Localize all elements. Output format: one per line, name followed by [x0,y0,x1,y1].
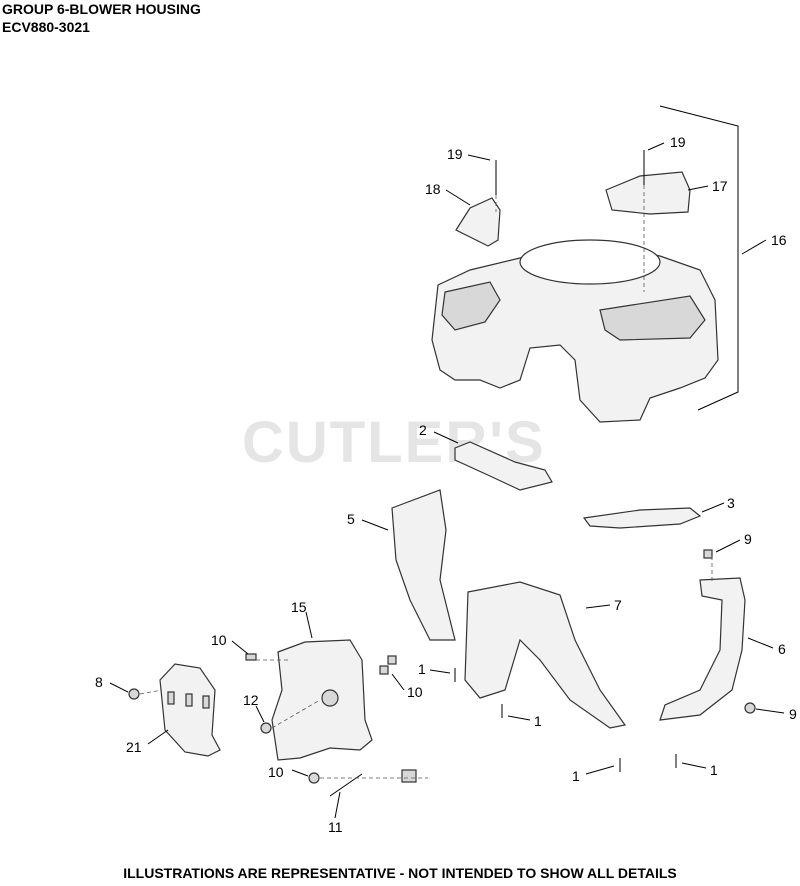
callout-15: 15 [291,599,307,615]
group-title: GROUP 6-BLOWER HOUSING [2,1,201,17]
nut-10-lower[interactable] [308,772,320,784]
shroud-5[interactable] [391,489,456,641]
callout-10-right: 10 [407,684,423,700]
callout-7: 7 [614,597,622,613]
model-number: ECV880-3021 [2,19,90,35]
callout-3: 3 [727,495,735,511]
callout-10-lower: 10 [268,764,284,780]
plate-21-slot-c [202,695,210,709]
bracket-2[interactable] [454,441,553,491]
screw-10-right-b[interactable] [387,655,397,665]
plate-21[interactable] [159,663,221,757]
callout-16: 16 [771,232,787,248]
housing-vent [599,295,706,341]
plate-21-slot-a [167,691,175,705]
bolt-11[interactable] [329,773,363,797]
callout-21: 21 [126,739,142,755]
callout-5: 5 [347,511,355,527]
callout-6: 6 [778,641,786,657]
nut-8[interactable] [128,688,140,700]
callout-1-c: 1 [572,768,580,784]
callout-10-upper: 10 [211,632,227,648]
callout-8: 8 [95,674,103,690]
callout-1-a: 1 [418,661,426,677]
plate-21-slot-b [185,693,193,707]
assembly-lines [139,556,713,779]
callout-9-lower: 9 [789,706,797,722]
callout-11: 11 [328,819,343,835]
callout-1-b: 1 [534,713,542,729]
cover-18[interactable] [455,197,501,247]
screw-9-upper[interactable] [703,549,713,559]
nut-12[interactable] [260,722,272,734]
housing-bracket-outline [659,105,739,411]
screw-10-right-a[interactable] [379,665,389,675]
spacer-11 [401,769,417,783]
diagram-title: GROUP 6-BLOWER HOUSING ECV880-3021 [2,0,201,36]
callout-2: 2 [419,422,427,438]
disclaimer-footer: ILLUSTRATIONS ARE REPRESENTATIVE - NOT I… [123,865,677,881]
screw-10-upper[interactable] [245,653,257,661]
callout-19-left: 19 [447,146,463,162]
leader-lines [109,142,785,819]
nut-9-lower[interactable] [744,702,756,714]
baffle-6[interactable] [659,577,746,721]
callout-9-upper: 9 [744,531,752,547]
callout-labels: 19 19 18 17 16 2 3 5 9 7 15 6 10 1 8 10 … [95,134,797,835]
callout-1-d: 1 [710,762,718,778]
callout-18: 18 [425,181,441,197]
cover-17[interactable] [605,171,691,215]
baffle-7[interactable] [464,581,627,729]
callout-17: 17 [712,178,728,194]
housing-opening [519,239,661,285]
blower-housing[interactable] [431,105,739,423]
plate-3[interactable] [582,507,702,529]
callout-12: 12 [243,692,259,708]
housing-side-panel [441,281,501,331]
callout-19-right: 19 [670,134,686,150]
bracket-15-hole [321,689,339,707]
